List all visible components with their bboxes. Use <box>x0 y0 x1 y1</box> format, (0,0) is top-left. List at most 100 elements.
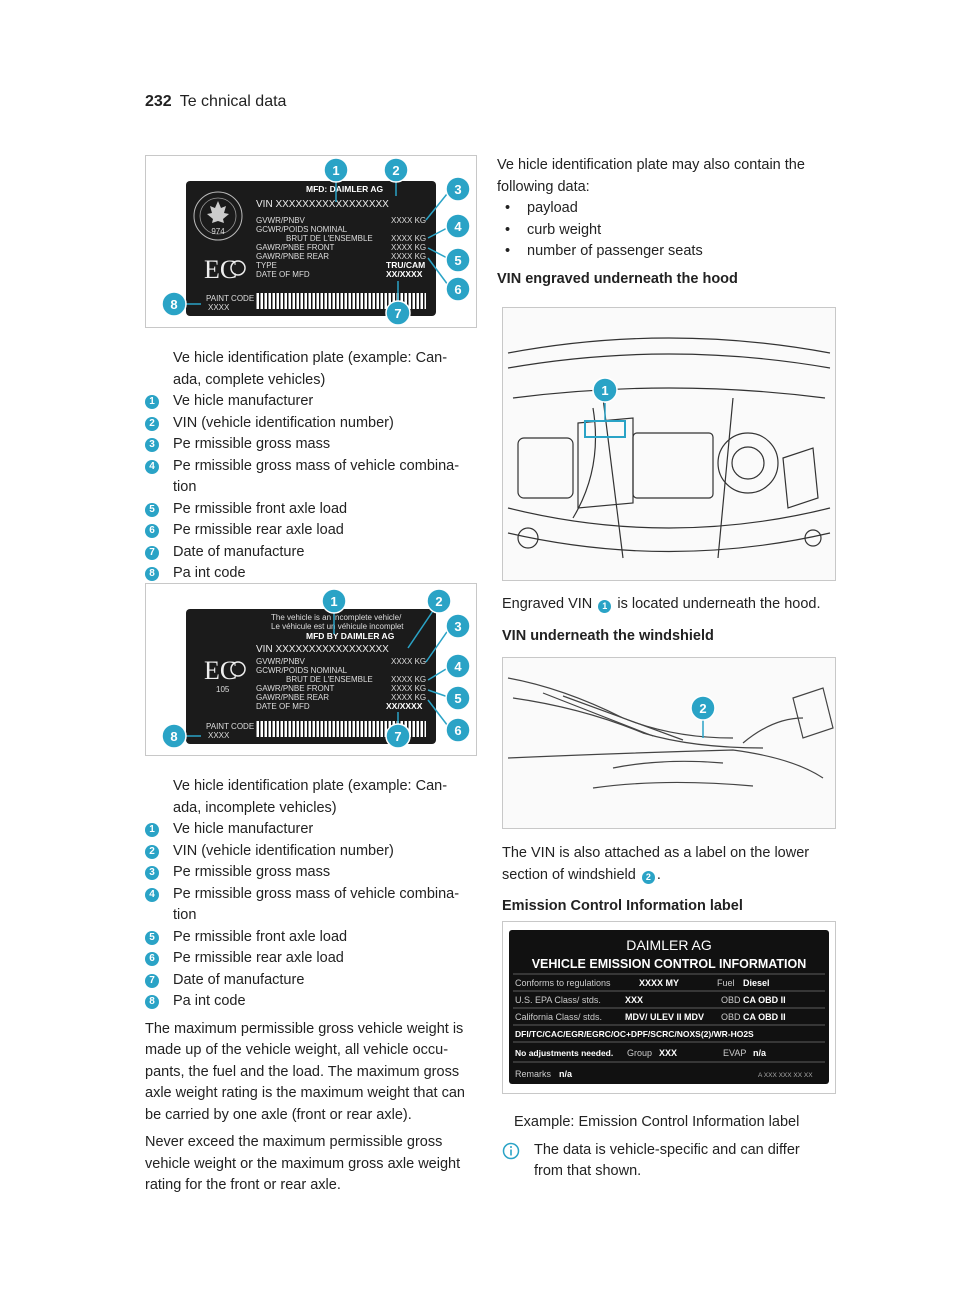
plate-mfd: MFD BY DAIMLER AG <box>306 631 395 641</box>
callout-badge-6: 6 <box>145 524 159 538</box>
callout-badge-8: 8 <box>145 567 159 581</box>
paragraph-gross-weight: The maximum permissible gross vehicle we… <box>145 1020 465 1123</box>
emission-caption: Example: Emission Control Information la… <box>514 1114 800 1130</box>
legend-text: VIN (vehicle identification number) <box>173 842 394 859</box>
svg-text:5: 5 <box>454 253 461 268</box>
figure2-legend: Ve hicle identification plate (example: … <box>145 776 475 1197</box>
figure1-caption: Ve hicle identification plate (example: … <box>173 350 448 388</box>
note: The data is vehicle-specific and can dif… <box>502 1140 832 1183</box>
row1-label: Conforms to regulations <box>515 978 611 988</box>
callout-badge-5: 5 <box>145 930 159 945</box>
heading-emission: Emission Control Information label <box>502 898 743 914</box>
row6-code: A XXX XXX XX XX <box>758 1072 813 1079</box>
windshield-text-block: The VIN is also attached as a label on t… <box>502 843 832 918</box>
plate-date: DATE OF MFD <box>256 702 310 711</box>
legend-text: Pe rmissible rear axle load <box>173 950 344 966</box>
plate-gcwr: GCWR/POIDS NOMINAL <box>256 225 348 234</box>
svg-text:1: 1 <box>601 383 608 398</box>
bullet-item: •payload <box>497 198 827 220</box>
legend-text: Date of manufacture <box>173 971 305 988</box>
hood-text-b: is located underneath the hood. <box>617 596 821 612</box>
plate-gcwr: GCWR/POIDS NOMINAL <box>256 666 348 675</box>
svg-text:5: 5 <box>454 691 461 706</box>
plate-date-value: XX/XXXX <box>386 701 423 711</box>
row2-obd-value: CA OBD II <box>743 995 786 1005</box>
row5-group-value: XXX <box>659 1048 677 1058</box>
callout-badge-5: 5 <box>145 502 159 517</box>
svg-text:3: 3 <box>454 619 461 634</box>
plate-gvwr: GVWR/PNBV <box>256 657 306 666</box>
plate-gawr-front: GAWR/PNBE FRONT <box>256 243 334 252</box>
legend-text: Ve hicle manufacturer <box>173 393 314 409</box>
svg-text:4: 4 <box>454 219 462 234</box>
plate-value-4: XXXX KG <box>391 693 426 702</box>
plate-value-3: XXXX KG <box>391 684 426 693</box>
section-title: Te chnical data <box>179 93 287 110</box>
callout-badge-4: 4 <box>145 887 159 902</box>
row5-label: No adjustments needed. <box>515 1048 613 1058</box>
svg-text:7: 7 <box>394 729 401 744</box>
row3-value: MDV/ ULEV II MDV <box>625 1012 704 1022</box>
emission-title-2: VEHICLE EMISSION CONTROL INFORMATION <box>532 957 807 971</box>
plate-date-value: XX/XXXX <box>386 269 423 279</box>
plate-brut: BRUT DE L'ENSEMBLE <box>286 234 373 243</box>
callout-badge-2: 2 <box>641 870 655 884</box>
callout-badge-7: 7 <box>145 973 159 988</box>
legend-text: Pa int code <box>173 565 246 581</box>
legend-item: 1 Ve hicle manufacturer <box>145 391 475 413</box>
plate-value-2: XXXX KG <box>391 675 426 684</box>
plate-paint-value: XXXX <box>208 731 230 740</box>
row5-group-label: Group <box>627 1048 652 1058</box>
windshield-text-b: . <box>656 866 661 883</box>
hood-text-block: Engraved VIN 1 is located underneath the… <box>502 594 832 647</box>
legend-text: Pe rmissible gross mass <box>173 864 331 880</box>
callout-badge-3: 3 <box>145 866 159 880</box>
row1-fuel-value: Diesel <box>743 978 770 988</box>
legend-text: Ve hicle manufacturer <box>173 821 314 837</box>
ec-mark: EC <box>204 255 237 284</box>
plate-value-1: XXXX KG <box>391 216 426 225</box>
emission-title-1: DAIMLER AG <box>626 937 712 953</box>
row2-obd-label: OBD <box>721 995 741 1005</box>
plate-gawr-rear: GAWR/PNBE REAR <box>256 252 329 261</box>
figure2-caption: Ve hicle identification plate (example: … <box>173 778 448 816</box>
row3-obd-value: CA OBD II <box>743 1012 786 1022</box>
plate-paint-label: PAINT CODE <box>206 722 254 731</box>
seal-number: 974 <box>211 227 225 236</box>
figure1-legend: Ve hicle identification plate (example: … <box>145 348 475 585</box>
legend-text: VIN (vehicle identification number) <box>173 414 394 431</box>
svg-text:1: 1 <box>332 163 339 178</box>
plate-vin: VIN XXXXXXXXXXXXXXXXX <box>256 199 389 210</box>
callout-badge-1: 1 <box>598 600 612 613</box>
figure-plate-complete: 974 EC MFD: DAIMLER AG VIN XXXXXXXXXXXXX… <box>145 155 477 328</box>
callout-badge-3: 3 <box>145 438 159 452</box>
callout-badge-7: 7 <box>145 545 159 560</box>
plate-brut: BRUT DE L'ENSEMBLE <box>286 675 373 684</box>
row1-value: XXXX MY <box>639 978 679 988</box>
row5-evap-label: EVAP <box>723 1048 746 1058</box>
row3-obd-label: OBD <box>721 1012 741 1022</box>
callout-badge-1: 1 <box>145 395 159 409</box>
plate-vin: VIN XXXXXXXXXXXXXXXXX <box>256 644 389 655</box>
row2-label: U.S. EPA Class/ stds. <box>515 995 601 1005</box>
svg-text:7: 7 <box>394 306 401 321</box>
figure-engine-bay: 1 <box>502 307 836 581</box>
plate-additional-intro: Ve hicle identification plate may also c… <box>497 157 805 195</box>
svg-text:2: 2 <box>435 594 442 609</box>
svg-text:2: 2 <box>392 163 399 178</box>
hood-text: Engraved VIN 1 is located underneath the… <box>502 594 832 616</box>
windshield-illustration: 2 <box>503 658 835 828</box>
plate-gvwr: GVWR/PNBV <box>256 216 306 225</box>
svg-text:6: 6 <box>454 723 461 738</box>
engine-bay-illustration: 1 <box>503 308 835 580</box>
row5-evap-value: n/a <box>753 1048 767 1058</box>
row1-fuel-label: Fuel <box>717 978 735 988</box>
